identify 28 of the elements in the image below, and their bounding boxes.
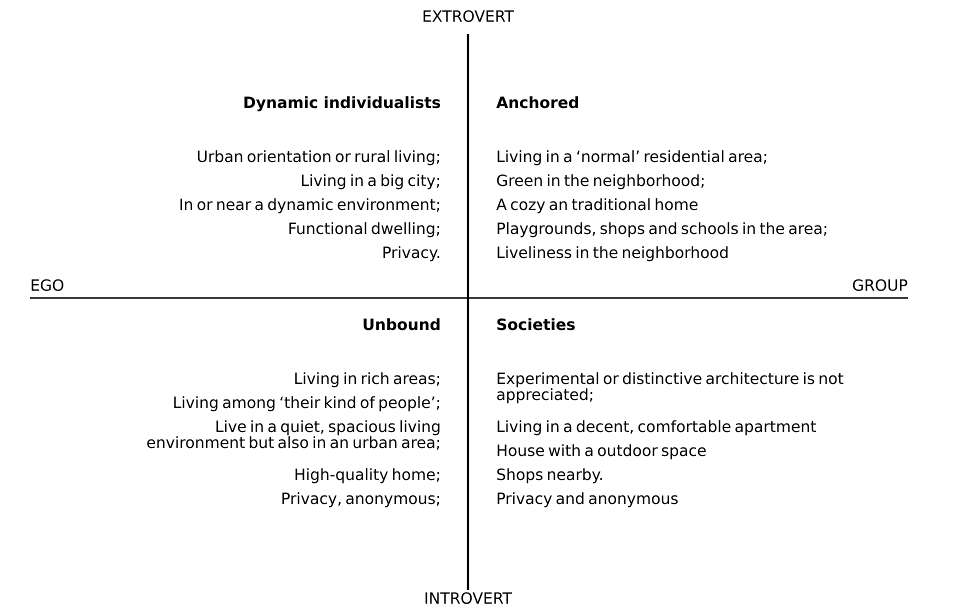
quadrant-heading: Dynamic individualists (244, 96, 440, 112)
list-item: Experimental or distinctive architecture is not appreciated; (497, 372, 844, 404)
list-item: In or near a dynamic environment; (180, 198, 440, 214)
list-item: Privacy, anonymous; (282, 492, 440, 508)
list-item: Privacy and anonymous (498, 492, 678, 508)
list-item: Functional dwelling; (289, 222, 440, 238)
list-item: Shops nearby. (497, 468, 602, 484)
list-item: House with a outdoor space (498, 444, 706, 460)
list-item: Living in a ‘normal’ residential area; (498, 150, 766, 166)
axis-label: INTROVERT (426, 592, 512, 604)
axis-label: EGO (32, 279, 64, 291)
quadrant-heading: Anchored (496, 96, 578, 108)
list-item: Living among ‘their kind of people’; (174, 396, 440, 412)
axis-label: GROUP (853, 279, 908, 291)
list-item: Green in the neighborhood; (497, 174, 704, 190)
list-item: Living in a decent, comfortable apartment (498, 420, 816, 436)
list-item: Living in rich areas; (295, 372, 440, 388)
axis-label: EXTROVERT (424, 10, 514, 22)
list-item: Privacy. (384, 246, 440, 262)
quadrant-heading: Unbound (364, 318, 440, 330)
list-item: Playgrounds, shops and schools in the area; (498, 222, 826, 238)
quadrant-heading: Societies (497, 318, 575, 330)
list-item: Liveliness in the neighborhood (498, 246, 728, 262)
list-item: Living in a big city; (302, 174, 440, 190)
list-item: High-quality home; (296, 468, 440, 484)
list-item: Urban orientation or rural living; (198, 150, 440, 166)
list-item: Live in a quiet, spacious living environment but also in an urban area; (147, 420, 440, 450)
list-item: A cozy an traditional home (496, 198, 698, 214)
